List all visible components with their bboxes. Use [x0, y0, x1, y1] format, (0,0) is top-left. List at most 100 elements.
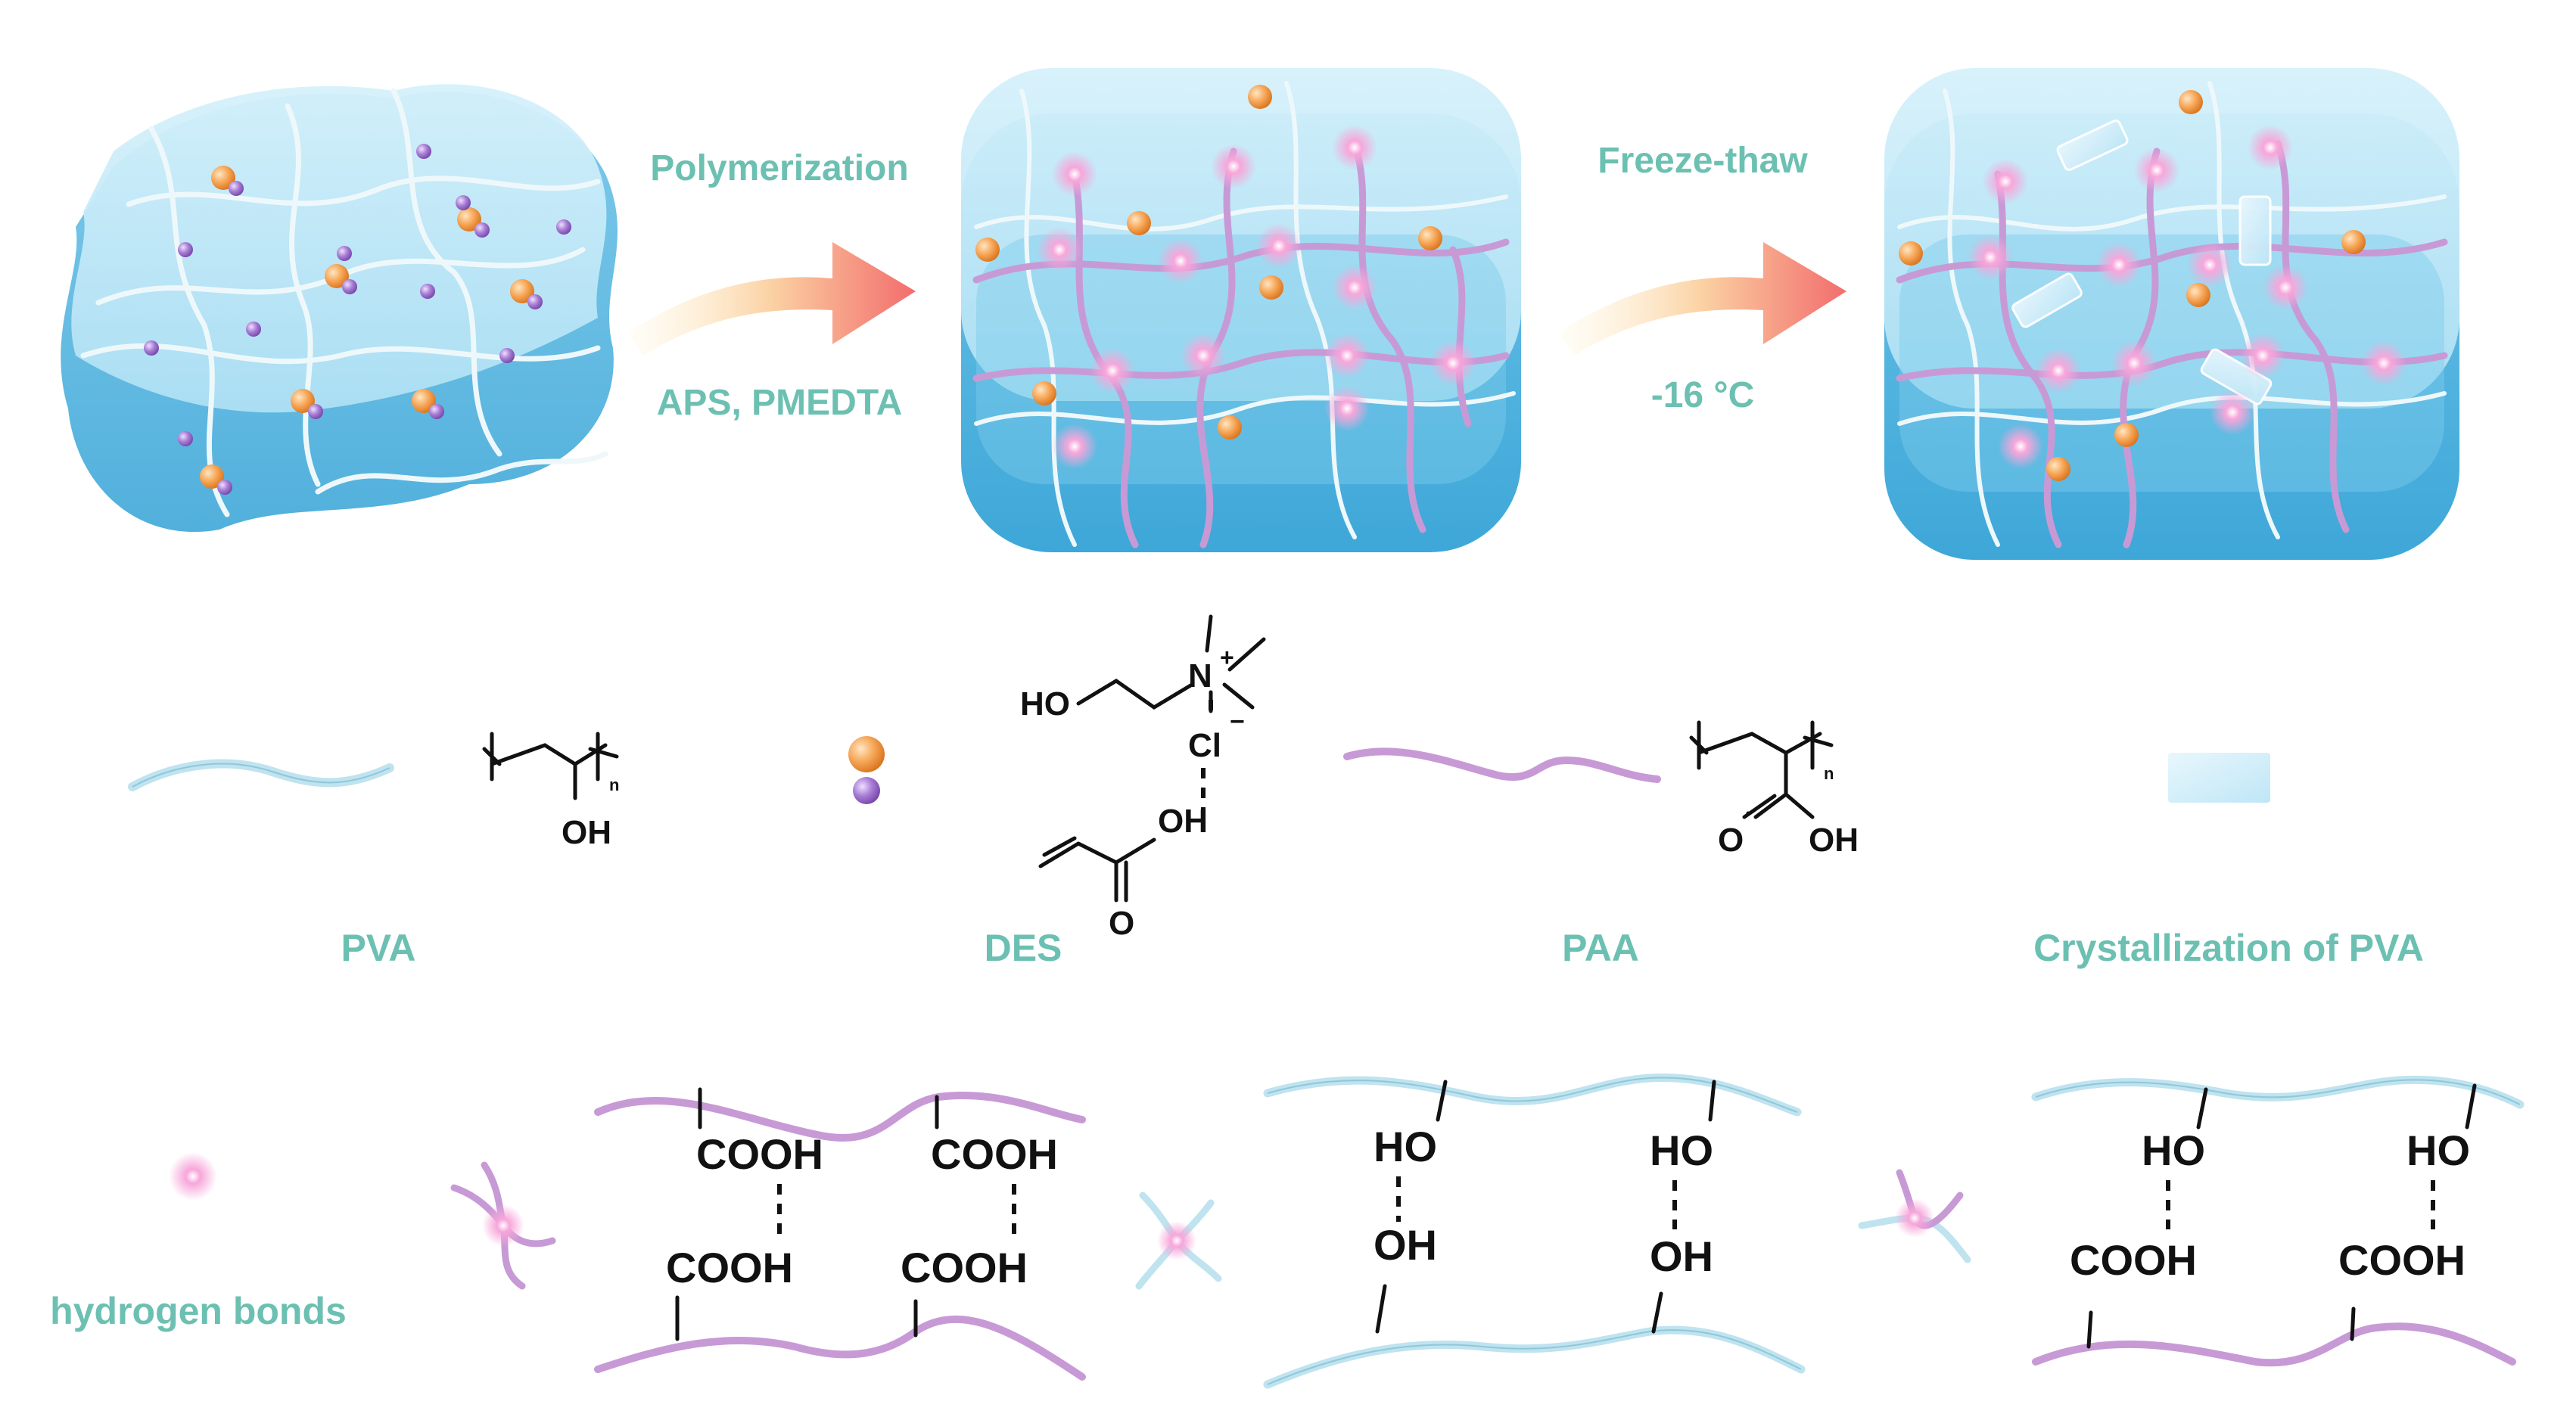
purple-particle — [456, 195, 471, 210]
pva-chain-outline — [132, 763, 390, 788]
choline-ho-label: HO — [1020, 685, 1070, 722]
mixed-top-right-ho: HO — [2406, 1126, 2470, 1174]
des-orange-ball-icon — [848, 736, 885, 772]
pva-bottom-right-oh: OH — [1650, 1232, 1713, 1280]
choline-n-label: N — [1188, 657, 1212, 694]
hbond-glow — [1052, 424, 1097, 469]
paa-n-label: n — [1824, 764, 1834, 783]
orange-particle — [1032, 381, 1056, 405]
hbond-glow — [1256, 223, 1302, 269]
mixed-bottom-left-cooh: COOH — [2070, 1236, 2197, 1284]
paa-structure: O OH n — [1689, 720, 1859, 859]
choline-n-charge: + — [1220, 644, 1234, 671]
des-purple-particle — [217, 480, 232, 495]
purple-particle — [420, 284, 435, 299]
orange-particle — [2341, 230, 2366, 254]
des-orange-particle — [412, 389, 436, 413]
step1-bottom-label: APS, PMEDTA — [657, 383, 902, 423]
paa-bottom-left-cooh: COOH — [666, 1244, 793, 1291]
pva-legend: OH n PVA — [128, 732, 619, 969]
acrylic-oh-label: OH — [1158, 803, 1208, 840]
purple-particle — [178, 242, 193, 257]
paa-chain-icon — [1343, 747, 1661, 783]
hbond-glow — [1158, 238, 1203, 284]
choline-chloride-structure: HO N + Cl − — [1020, 614, 1266, 817]
pva-label: PVA — [341, 927, 415, 969]
des-purple-particle — [229, 181, 244, 196]
des-orange-particle — [200, 465, 224, 489]
hbond-legend: hydrogen bonds — [50, 1152, 347, 1332]
pva-pva-junction-icon — [1135, 1192, 1222, 1290]
hbond-glow-icon — [169, 1152, 217, 1201]
orange-particle — [2186, 283, 2210, 307]
purple-particle — [337, 246, 352, 261]
orange-particle — [1248, 85, 1272, 109]
hbond-glow — [2187, 242, 2232, 287]
des-purple-particle — [308, 404, 323, 419]
hbond-glow — [2111, 340, 2157, 386]
des-purple-ball-icon — [853, 777, 880, 804]
hbond-glow — [1090, 348, 1135, 393]
pva-paa-interaction: HO HO COOH COOH — [2031, 1075, 2525, 1367]
crystal-label: Crystallization of PVA — [2033, 927, 2424, 969]
hbond-glow — [1324, 386, 1370, 431]
hbond-glow — [2240, 333, 2285, 378]
pva-n-label: n — [609, 775, 619, 794]
des-purple-particle — [527, 294, 543, 309]
purple-particle — [416, 144, 431, 159]
paa-top-right-cooh: COOH — [931, 1130, 1058, 1178]
des-purple-particle — [342, 279, 357, 294]
pva-pva-interaction: HO HO OH OH — [1263, 1073, 1806, 1389]
des-orange-particle — [211, 166, 235, 190]
hbond-glow — [2263, 265, 2308, 310]
paa-bottom-right-cooh: COOH — [901, 1244, 1028, 1291]
purple-particle — [178, 431, 193, 446]
paa-label: PAA — [1562, 927, 1639, 969]
hbond-glow — [1211, 144, 1256, 189]
hbond-glow — [1998, 424, 2043, 469]
orange-particle — [1127, 211, 1151, 235]
pva-structure: OH n — [482, 732, 619, 851]
hbond-glow — [1968, 235, 2013, 280]
paa-top-left-cooh: COOH — [696, 1130, 823, 1178]
pva-top-right-ho: HO — [1650, 1126, 1713, 1174]
des-orange-particle — [291, 389, 315, 413]
hbond-glow — [2036, 348, 2081, 393]
mixed-bottom-right-cooh: COOH — [2338, 1236, 2466, 1284]
pva-oh-label: OH — [562, 814, 611, 851]
paa-oh-label: OH — [1809, 822, 1859, 859]
purple-particle — [556, 219, 571, 235]
acrylic-o-label: O — [1109, 905, 1134, 942]
hbond-glow — [1324, 333, 1370, 378]
hbond-glow — [1332, 265, 1377, 310]
des-purple-particle — [474, 222, 490, 238]
paa-legend: O OH n PAA — [1343, 720, 1859, 969]
des-orange-particle — [510, 279, 534, 303]
acrylic-acid-structure: OH O — [1038, 803, 1208, 942]
pva-chain-icon — [128, 759, 394, 791]
hbond-glow — [1052, 151, 1097, 197]
pva-bottom-left-oh: OH — [1374, 1221, 1437, 1269]
hbond-glow — [1181, 333, 1226, 378]
pva-top-left-ho: HO — [1374, 1123, 1437, 1170]
precursor-gel — [61, 84, 618, 533]
hbond-glow — [2210, 390, 2255, 435]
des-label: DES — [985, 927, 1062, 969]
hbond-glow — [2134, 148, 2179, 193]
orange-particle — [1218, 415, 1242, 440]
hbond-glow — [1037, 227, 1082, 272]
paa-o-label: O — [1718, 822, 1744, 859]
freeze-thaw-gel — [1884, 68, 2459, 560]
des-orange-particle — [325, 264, 349, 288]
arrow-polymerization — [628, 242, 916, 356]
crystal-block-icon — [2168, 753, 2270, 803]
step1-top-label: Polymerization — [650, 148, 908, 188]
des-legend: HO N + Cl − OH O DES — [848, 614, 1266, 969]
pva-paa-junction-icon — [1858, 1169, 1971, 1263]
arrow-freeze-thaw — [1559, 242, 1846, 356]
hbond-glow — [1983, 159, 2028, 204]
chloride-charge: − — [1230, 707, 1245, 736]
des-orange-particle — [457, 207, 481, 231]
orange-particle — [1418, 226, 1442, 250]
